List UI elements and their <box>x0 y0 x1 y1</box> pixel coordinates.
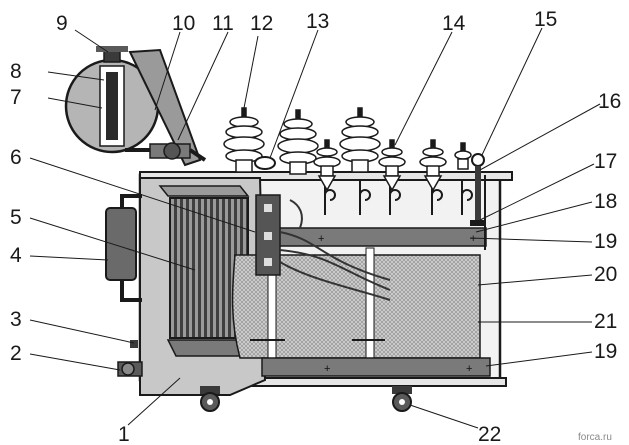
callout-16: 16 <box>598 90 621 113</box>
callout-3: 3 <box>10 308 22 331</box>
cover-valve <box>254 156 276 170</box>
callout-14: 14 <box>442 12 466 35</box>
svg-text:+: + <box>470 233 476 245</box>
callout-15: 15 <box>534 8 557 31</box>
callout-22: 22 <box>478 423 501 445</box>
callout-1: 1 <box>118 423 130 445</box>
callout-12: 12 <box>250 12 273 35</box>
callout-20: 20 <box>594 263 617 286</box>
radiator-cooler <box>139 177 267 396</box>
callout-7: 7 <box>10 86 22 109</box>
callout-labels: 1 2 3 4 5 6 7 8 9 10 11 12 13 14 15 16 1… <box>10 8 621 445</box>
callout-8: 8 <box>10 60 22 83</box>
callout-2: 2 <box>10 342 22 365</box>
thermosiphon-filter <box>105 194 142 302</box>
callout-4: 4 <box>10 244 22 267</box>
svg-text:+: + <box>466 363 472 375</box>
drain-valve <box>117 340 143 377</box>
callout-11: 11 <box>212 12 234 35</box>
callout-19-top: 19 <box>594 230 617 253</box>
callout-19-bottom: 19 <box>594 340 617 363</box>
callout-18: 18 <box>594 190 617 213</box>
callout-6: 6 <box>10 146 22 169</box>
callout-13: 13 <box>306 10 329 33</box>
leader-lines <box>29 27 601 429</box>
callout-21: 21 <box>594 310 617 333</box>
core-windings <box>231 247 481 369</box>
lead-hooks <box>324 180 473 215</box>
exhaust-pipe <box>128 48 202 167</box>
watermark: forca.ru <box>578 432 612 443</box>
callout-17: 17 <box>594 150 617 173</box>
callout-9: 9 <box>56 12 68 35</box>
tap-changer <box>255 194 391 301</box>
hv-bushings <box>223 107 381 175</box>
wheels <box>200 386 412 412</box>
gas-relay <box>125 142 207 162</box>
svg-text:+: + <box>318 233 324 245</box>
callout-5: 5 <box>10 206 22 229</box>
svg-text:+: + <box>324 363 330 375</box>
lv-bushings <box>313 139 472 192</box>
callout-10: 10 <box>172 12 195 35</box>
thermometer-pocket <box>470 153 486 250</box>
conservator <box>64 46 160 154</box>
